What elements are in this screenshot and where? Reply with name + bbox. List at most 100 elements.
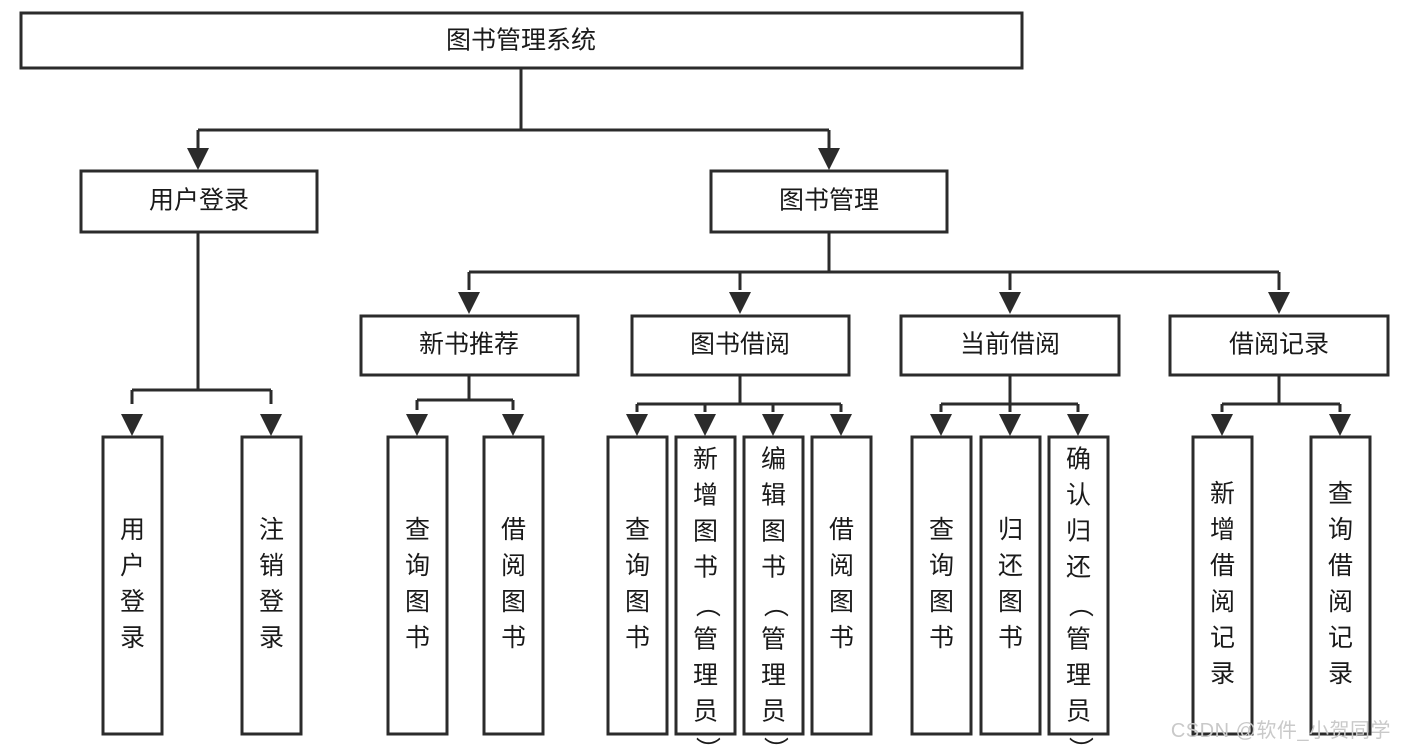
- node-leaf-edit-book-admin[interactable]: [742, 435, 805, 736]
- svg-text:阅: 阅: [1210, 588, 1235, 616]
- svg-text:图: 图: [761, 518, 786, 546]
- svg-text:阅: 阅: [501, 552, 526, 580]
- node-leaf-return-book[interactable]: [979, 435, 1042, 736]
- svg-text:员: 员: [693, 698, 718, 726]
- svg-text:销: 销: [259, 552, 284, 580]
- node-borrow-record-label: 借阅记录: [1229, 331, 1329, 359]
- connector-current-to-leaves: [930, 375, 1089, 436]
- svg-text:增: 增: [693, 482, 718, 510]
- svg-text:借: 借: [1210, 552, 1235, 580]
- node-leaf-query-book-2[interactable]: [606, 435, 669, 736]
- svg-text:归: 归: [1066, 518, 1091, 546]
- node-leaf-query-book-1[interactable]: [386, 435, 449, 736]
- svg-text:阅: 阅: [1328, 588, 1353, 616]
- svg-text:查: 查: [929, 516, 954, 544]
- svg-text:询: 询: [929, 552, 954, 580]
- node-leaf-user-login-label: 用户登录: [120, 516, 145, 652]
- node-new-book-recommend-label: 新书推荐: [419, 331, 519, 359]
- node-leaf-query-record[interactable]: [1309, 435, 1372, 736]
- svg-text:借: 借: [829, 516, 854, 544]
- node-user-login[interactable]: 用户登录: [79, 169, 319, 234]
- svg-text:录: 录: [120, 624, 145, 652]
- connector-borrow-to-leaves: [626, 375, 852, 436]
- svg-text:记: 记: [1328, 624, 1353, 652]
- node-book-borrow[interactable]: 图书借阅: [630, 314, 851, 377]
- svg-text:书: 书: [998, 624, 1023, 652]
- svg-text:管: 管: [761, 626, 786, 654]
- svg-text:（: （: [761, 592, 789, 617]
- node-leaf-borrow-book-1[interactable]: [482, 435, 545, 736]
- svg-text:查: 查: [405, 516, 430, 544]
- node-leaf-user-login[interactable]: [101, 435, 164, 736]
- svg-text:图: 图: [998, 588, 1023, 616]
- svg-text:还: 还: [1066, 554, 1091, 582]
- svg-text:图: 图: [929, 588, 954, 616]
- svg-text:（: （: [1066, 592, 1094, 617]
- node-leaf-query-book-3[interactable]: [910, 435, 973, 736]
- leaf-text-layer: 用户登录注销登录查询图书借阅图书查询图书新增图书（管理员）编辑图书（管理员）借阅…: [120, 446, 1353, 747]
- svg-text:理: 理: [761, 662, 786, 690]
- svg-text:理: 理: [1066, 662, 1091, 690]
- svg-text:录: 录: [1328, 660, 1353, 688]
- node-book-management[interactable]: 图书管理: [709, 169, 949, 234]
- svg-text:阅: 阅: [829, 552, 854, 580]
- svg-text:书: 书: [693, 554, 718, 582]
- node-new-book-recommend[interactable]: 新书推荐: [359, 314, 580, 377]
- svg-text:辑: 辑: [761, 482, 786, 510]
- connector-root-to-level2: [187, 68, 840, 170]
- svg-text:询: 询: [405, 552, 430, 580]
- svg-text:图: 图: [693, 518, 718, 546]
- svg-text:询: 询: [1328, 516, 1353, 544]
- svg-text:编: 编: [761, 446, 786, 474]
- svg-text:记: 记: [1210, 624, 1235, 652]
- svg-text:员: 员: [761, 698, 786, 726]
- svg-text:书: 书: [405, 624, 430, 652]
- svg-text:借: 借: [1328, 552, 1353, 580]
- svg-text:图: 图: [829, 588, 854, 616]
- svg-text:书: 书: [761, 554, 786, 582]
- svg-text:员: 员: [1066, 698, 1091, 726]
- svg-text:书: 书: [501, 624, 526, 652]
- svg-text:用: 用: [120, 516, 145, 544]
- svg-text:借: 借: [501, 516, 526, 544]
- svg-text:）: ）: [1066, 736, 1094, 747]
- node-root-system[interactable]: 图书管理系统: [19, 11, 1024, 70]
- svg-text:录: 录: [259, 624, 284, 652]
- node-current-borrow-label: 当前借阅: [960, 331, 1060, 359]
- svg-text:管: 管: [693, 626, 718, 654]
- svg-text:查: 查: [625, 516, 650, 544]
- svg-text:登: 登: [120, 588, 145, 616]
- node-borrow-record[interactable]: 借阅记录: [1168, 314, 1390, 377]
- svg-text:询: 询: [625, 552, 650, 580]
- connector-record-to-leaves: [1211, 375, 1351, 436]
- svg-text:户: 户: [120, 552, 145, 580]
- node-leaf-borrow-book-2[interactable]: [810, 435, 873, 736]
- svg-text:还: 还: [998, 552, 1023, 580]
- node-leaf-confirm-return-admin[interactable]: [1047, 435, 1110, 736]
- node-current-borrow[interactable]: 当前借阅: [899, 314, 1121, 377]
- svg-text:新: 新: [693, 446, 718, 474]
- svg-text:理: 理: [693, 662, 718, 690]
- svg-text:认: 认: [1066, 482, 1091, 510]
- svg-text:查: 查: [1328, 480, 1353, 508]
- svg-text:注: 注: [259, 516, 284, 544]
- node-leaf-logout[interactable]: [240, 435, 303, 736]
- node-leaf-add-record[interactable]: [1191, 435, 1254, 736]
- connector-bookmgmt-to-level3: [458, 232, 1290, 314]
- svg-text:管: 管: [1066, 626, 1091, 654]
- node-leaf-add-book-admin[interactable]: [674, 435, 737, 736]
- node-user-login-label: 用户登录: [149, 187, 249, 215]
